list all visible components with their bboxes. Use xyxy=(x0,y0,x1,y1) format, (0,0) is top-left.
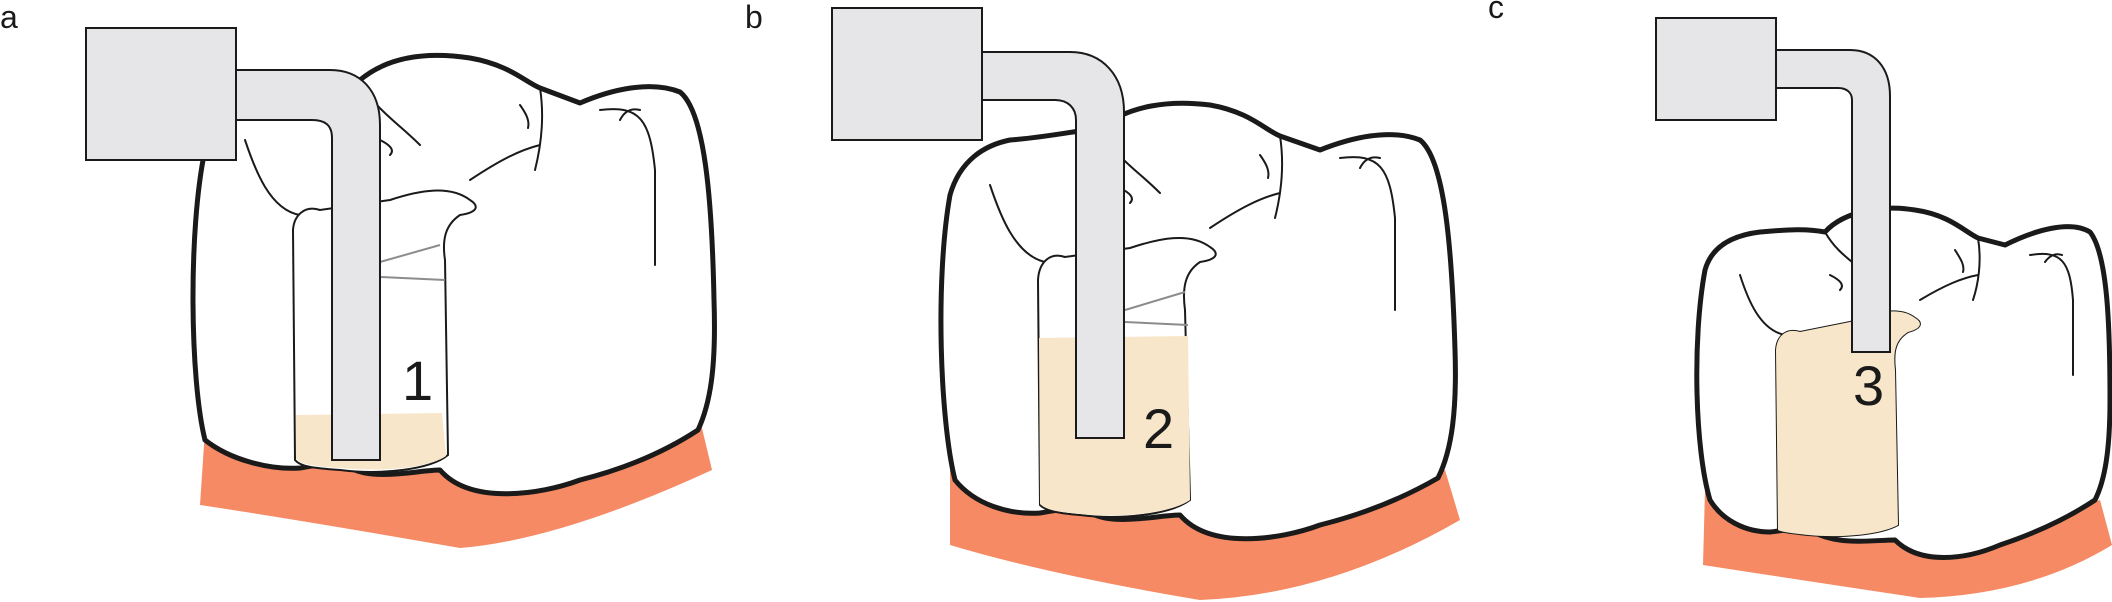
molar-b xyxy=(938,100,1458,542)
curing-light-head-a xyxy=(85,27,237,161)
panel-label-a: a xyxy=(0,0,18,35)
composite-increment-3 xyxy=(1776,311,1920,537)
molar-a xyxy=(190,52,717,497)
matrix-band-b xyxy=(1124,291,1189,326)
increment-label-1: 1 xyxy=(402,349,433,412)
curing-light-tip-a xyxy=(235,69,381,461)
panel-b: b 2 xyxy=(745,0,1460,600)
increment-label-3: 3 xyxy=(1853,354,1884,417)
curing-light-head-c xyxy=(1655,17,1777,121)
panel-label-b: b xyxy=(745,0,763,35)
matrix-band-a xyxy=(379,244,446,281)
curing-light-tip-b xyxy=(981,51,1125,439)
panel-c: c 3 xyxy=(1488,0,2112,598)
cusp-detail-b xyxy=(989,127,1396,311)
increment-label-2: 2 xyxy=(1143,397,1174,460)
cusp-detail-c xyxy=(1739,231,2074,376)
molar-c xyxy=(1694,205,2112,560)
curing-light-head-b xyxy=(831,7,983,141)
curing-light-tip-c xyxy=(1775,49,1891,353)
panel-a: a 1 xyxy=(0,0,717,548)
cusp-detail-a xyxy=(244,79,656,266)
panel-label-c: c xyxy=(1488,0,1504,25)
